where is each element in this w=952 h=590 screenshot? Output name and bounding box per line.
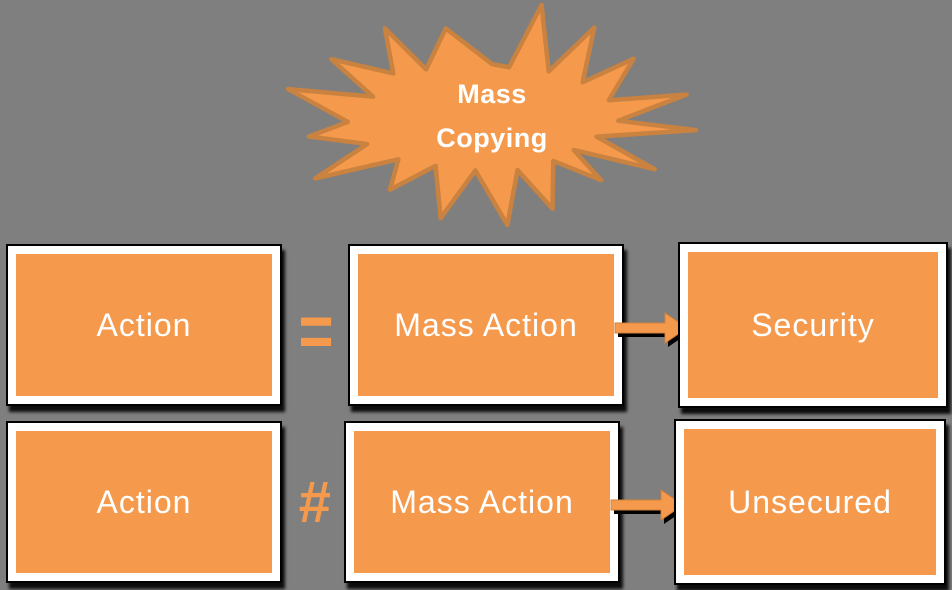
row2-action-box: Action	[6, 421, 282, 583]
arrow-right-icon	[614, 312, 690, 347]
row2-mass-action-box-fill: Mass Action	[354, 431, 610, 573]
row2-mass-action-label: Mass Action	[390, 483, 574, 520]
row1-security-box-fill: Security	[688, 252, 938, 398]
row2-mass-action-box: Mass Action	[344, 421, 620, 583]
explosion-shape: Mass Copying	[288, 5, 696, 225]
not-equals-operator: #	[297, 469, 331, 535]
burst-title-line2: Copying	[436, 123, 548, 153]
row2-arrow	[606, 484, 686, 526]
row1-arrow	[610, 307, 690, 349]
row1-mass-action-box-fill: Mass Action	[358, 254, 614, 396]
equals-operator: =	[298, 288, 334, 372]
row2-unsecured-box-fill: Unsecured	[684, 429, 936, 575]
row1-security-box: Security	[678, 242, 948, 408]
row2-action-label: Action	[96, 483, 192, 520]
row2-action-box-fill: Action	[16, 431, 272, 573]
row2-unsecured-box: Unsecured	[674, 419, 946, 585]
arrow-right-icon	[610, 489, 686, 524]
row1-mass-action-label: Mass Action	[394, 306, 578, 343]
row1-security-label: Security	[751, 306, 875, 343]
row1-action-box-fill: Action	[16, 254, 272, 396]
burst-title: Mass Copying	[288, 72, 696, 160]
row2-unsecured-label: Unsecured	[728, 483, 892, 520]
row1-action-box: Action	[6, 244, 282, 406]
burst-title-line1: Mass	[457, 79, 527, 109]
row1-action-label: Action	[96, 306, 192, 343]
explosion-starburst-icon	[288, 5, 696, 225]
row1-mass-action-box: Mass Action	[348, 244, 624, 406]
